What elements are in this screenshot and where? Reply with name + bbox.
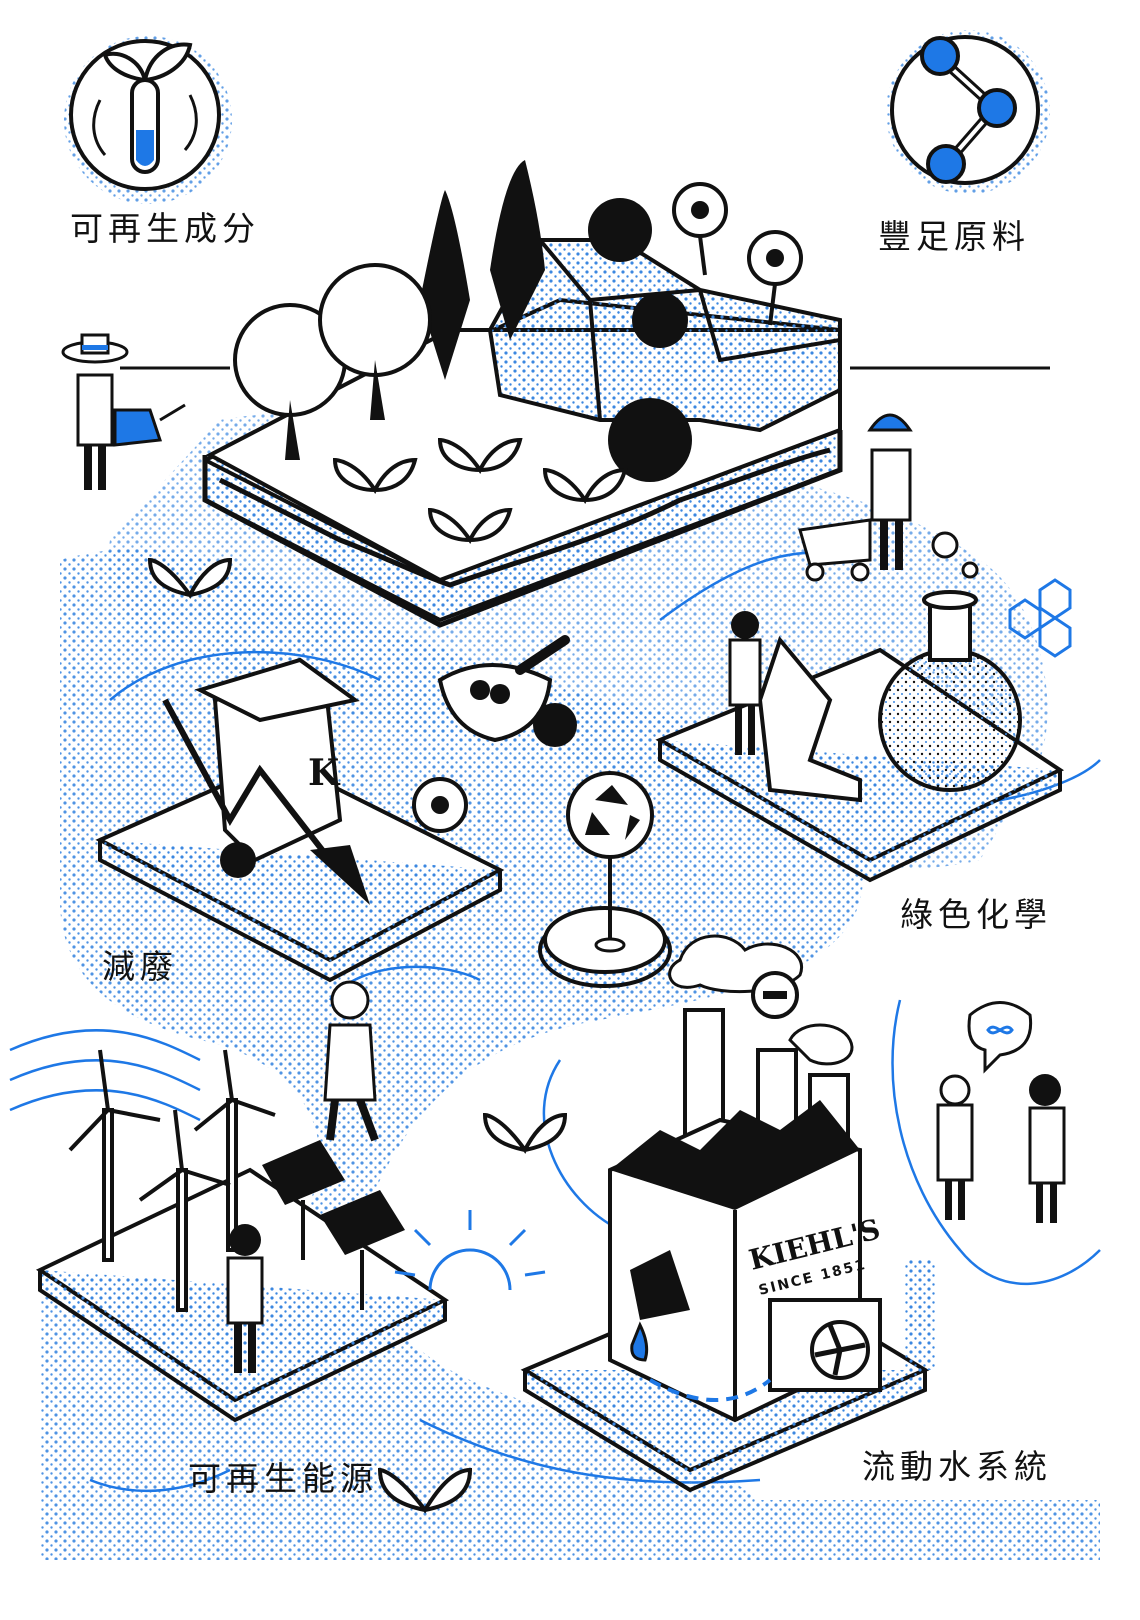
hexagon-molecule	[1008, 578, 1072, 658]
recycle-marker	[538, 771, 672, 988]
label-waste-reduction: 減廢	[102, 947, 178, 986]
label-green-chemistry: 綠色化學	[900, 895, 1052, 934]
green-chemistry-island	[655, 590, 1065, 883]
flask-globe	[878, 648, 1022, 792]
talking-scientists	[936, 1001, 1066, 1223]
renewable-energy-island	[35, 1049, 450, 1423]
label-renewable-energy: 可再生能源	[188, 1459, 378, 1498]
water-tap	[630, 1250, 690, 1320]
water-system-island: KIEHL'S SINCE 1851	[520, 934, 935, 1493]
label-abundant-materials: 豐足原料	[878, 217, 1030, 256]
molecule-icon	[886, 30, 1050, 194]
sprouts	[332, 437, 628, 544]
infinity-speech-icon	[986, 1025, 1014, 1035]
minus-icon	[763, 991, 787, 999]
plant-test-tube-icon	[64, 36, 232, 204]
factory-building: KIEHL'S SINCE 1851	[608, 1008, 883, 1423]
gardener-figure	[61, 333, 186, 490]
waste-reduction-island: K	[95, 657, 505, 983]
leaf-icon	[147, 557, 233, 599]
microscope	[757, 635, 862, 803]
label-water-flow-system: 流動水系統	[862, 1447, 1052, 1486]
leaf-icon	[377, 1467, 473, 1514]
forest-island	[202, 160, 843, 628]
miner-figure	[798, 413, 913, 582]
sun-icon	[394, 1210, 546, 1291]
label-renewable-ingredients-html: 可再生成分	[70, 209, 260, 248]
walking-scientist	[323, 980, 379, 1142]
leaf-icon	[482, 1112, 568, 1154]
solar-panels	[262, 1140, 405, 1310]
flowers	[672, 182, 803, 326]
down-arrow-icon	[310, 845, 370, 905]
fan-icon	[814, 1324, 866, 1376]
wind-turbines	[68, 1049, 276, 1312]
bin-logo: K	[308, 752, 341, 794]
recycle-icon	[585, 785, 640, 840]
mortar-pestle	[437, 635, 577, 747]
scientist-clipboard	[226, 1224, 264, 1373]
